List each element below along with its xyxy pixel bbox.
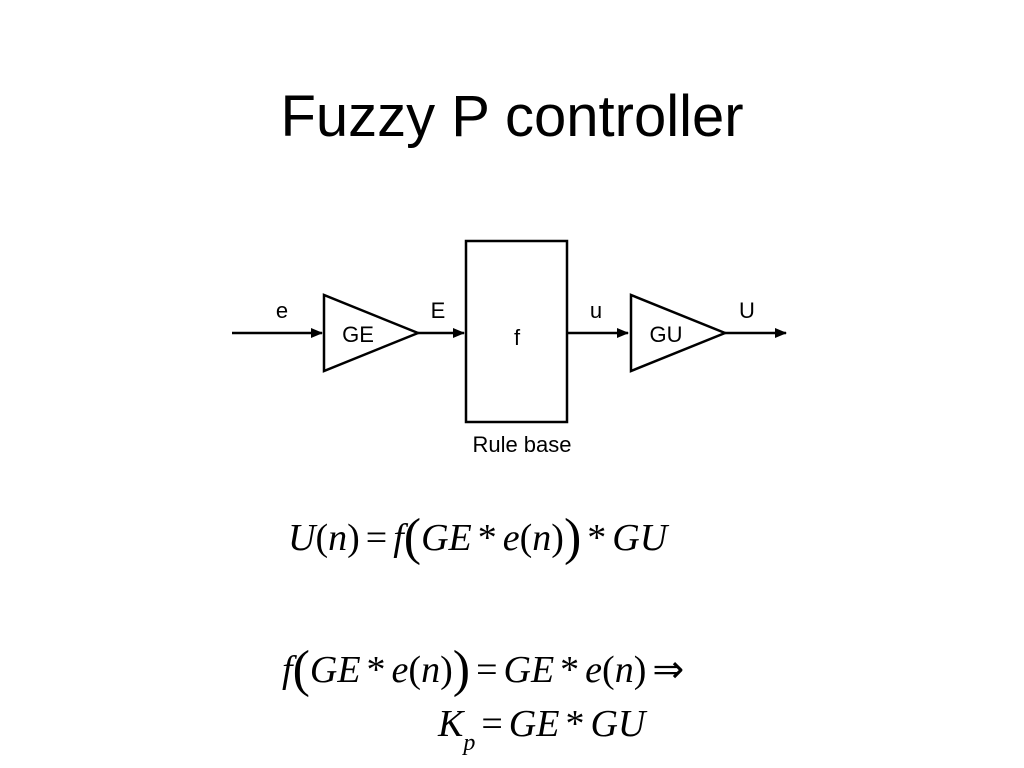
scaled-error-label: E [431, 298, 446, 323]
equation-control-law: U(n)=f(GE*e(n))*GU [288, 509, 668, 566]
input-signal-label: e [276, 298, 288, 323]
rule-base-caption: Rule base [472, 432, 571, 457]
gain-ge-triangle [322, 293, 422, 373]
fuzzy-block-label: f [514, 325, 521, 350]
fuzzy-output-label: u [590, 298, 602, 323]
output-signal-label: U [739, 298, 755, 323]
equation-linear-rule-base: f(GE*e(n))=GE*e(n)⇒ [282, 641, 685, 698]
equation-proportional-gain: Kp=GE*GU [438, 703, 646, 756]
gain-ge-label: GE [342, 322, 374, 347]
gain-gu-label: GU [650, 322, 683, 347]
fuzzy-rule-block [464, 239, 569, 424]
slide-title: Fuzzy P controller [280, 84, 744, 149]
gain-gu-triangle [629, 293, 729, 373]
